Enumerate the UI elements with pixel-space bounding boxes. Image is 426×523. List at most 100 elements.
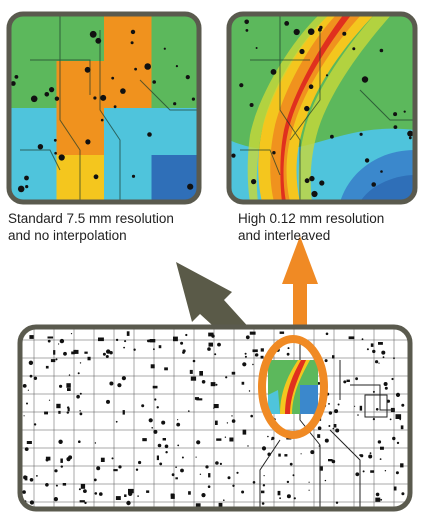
component-dot [10,81,16,86]
component-dot [271,438,273,441]
component-dot [408,136,412,140]
component-dot [78,488,81,491]
component-dot [154,398,157,401]
component-dot [244,355,247,358]
component-pad [190,376,197,381]
component-dot [141,404,145,408]
component-pad [45,456,51,461]
component-dot [59,384,63,388]
component-dot [152,80,156,84]
component-dot [317,382,321,385]
component-dot [131,174,136,178]
component-dot [89,30,97,38]
component-dot [371,182,377,187]
component-pad [150,364,155,369]
component-dot [164,444,169,449]
component-pad [44,411,48,415]
component-dot [223,499,225,502]
component-dot [54,469,58,473]
component-dot [254,354,258,357]
component-dot [201,380,206,384]
component-dot [124,340,127,343]
component-pad [370,343,374,347]
component-pad [98,337,104,342]
board-components [22,331,405,508]
component-dot [328,403,330,405]
component-pad [241,381,245,385]
component-pad [24,476,28,481]
component-dot [286,480,290,484]
component-dot [151,427,153,429]
component-dot [330,134,334,139]
component-dot [144,63,151,70]
component-dot [382,356,385,359]
component-dot [17,185,25,193]
component-dot [262,484,266,487]
component-dot [207,347,211,351]
component-pad [122,410,125,415]
component-dot [68,374,71,376]
component-dot [24,175,29,181]
component-dot [355,377,358,381]
component-dot [29,500,34,505]
component-pad [333,424,337,428]
component-dot [372,390,375,393]
component-dot [393,112,398,117]
component-dot [173,102,177,106]
component-dot [399,418,402,421]
component-pad [208,332,214,337]
component-dot [368,454,373,459]
component-dot [60,465,63,468]
component-dot [133,348,136,351]
component-dot [378,362,380,364]
component-dot [214,353,217,356]
coarse-heatmap-cells [9,14,199,202]
right-panel-frame [226,11,418,205]
coarse-heatmap-panel [6,11,202,205]
component-pad [328,459,333,462]
component-dot [324,438,329,443]
component-dot [380,498,383,501]
component-dot [94,442,97,444]
component-dot [319,180,325,186]
component-dot [215,461,219,465]
fine-component-dots [231,19,414,198]
component-dot [153,348,155,351]
component-pad [395,414,402,419]
component-dot [147,132,152,137]
component-dot [58,343,60,345]
component-dot [45,483,49,487]
component-pad [260,355,264,359]
component-dot [248,390,251,392]
component-dot [389,418,392,421]
component-dot [372,418,375,421]
component-pad [149,339,156,343]
component-pad [175,477,178,480]
component-pad [50,359,56,363]
component-dot [66,411,70,414]
component-dot [357,414,359,416]
board-heatmap-inset [268,360,318,414]
caption-standard-resolution: Standard 7.5 mm resolution and no interp… [8,211,174,243]
component-dot [105,355,109,358]
component-pad [216,438,222,441]
component-pad [261,490,265,494]
component-pad [375,497,381,502]
component-dot [407,130,414,137]
component-dot [359,132,363,136]
component-dot [324,479,327,482]
component-dot [93,96,97,100]
component-dot [383,382,388,386]
coarse-component-dots [10,29,195,193]
component-pad [215,420,218,425]
component-pad [249,331,256,335]
component-dot [175,466,177,469]
component-dot [187,183,194,190]
component-dot [284,21,290,26]
component-dot [395,392,401,397]
component-dot [130,41,134,45]
component-dot [14,75,19,79]
component-dot [100,94,107,101]
component-dot [55,358,58,361]
component-pad [164,367,168,371]
